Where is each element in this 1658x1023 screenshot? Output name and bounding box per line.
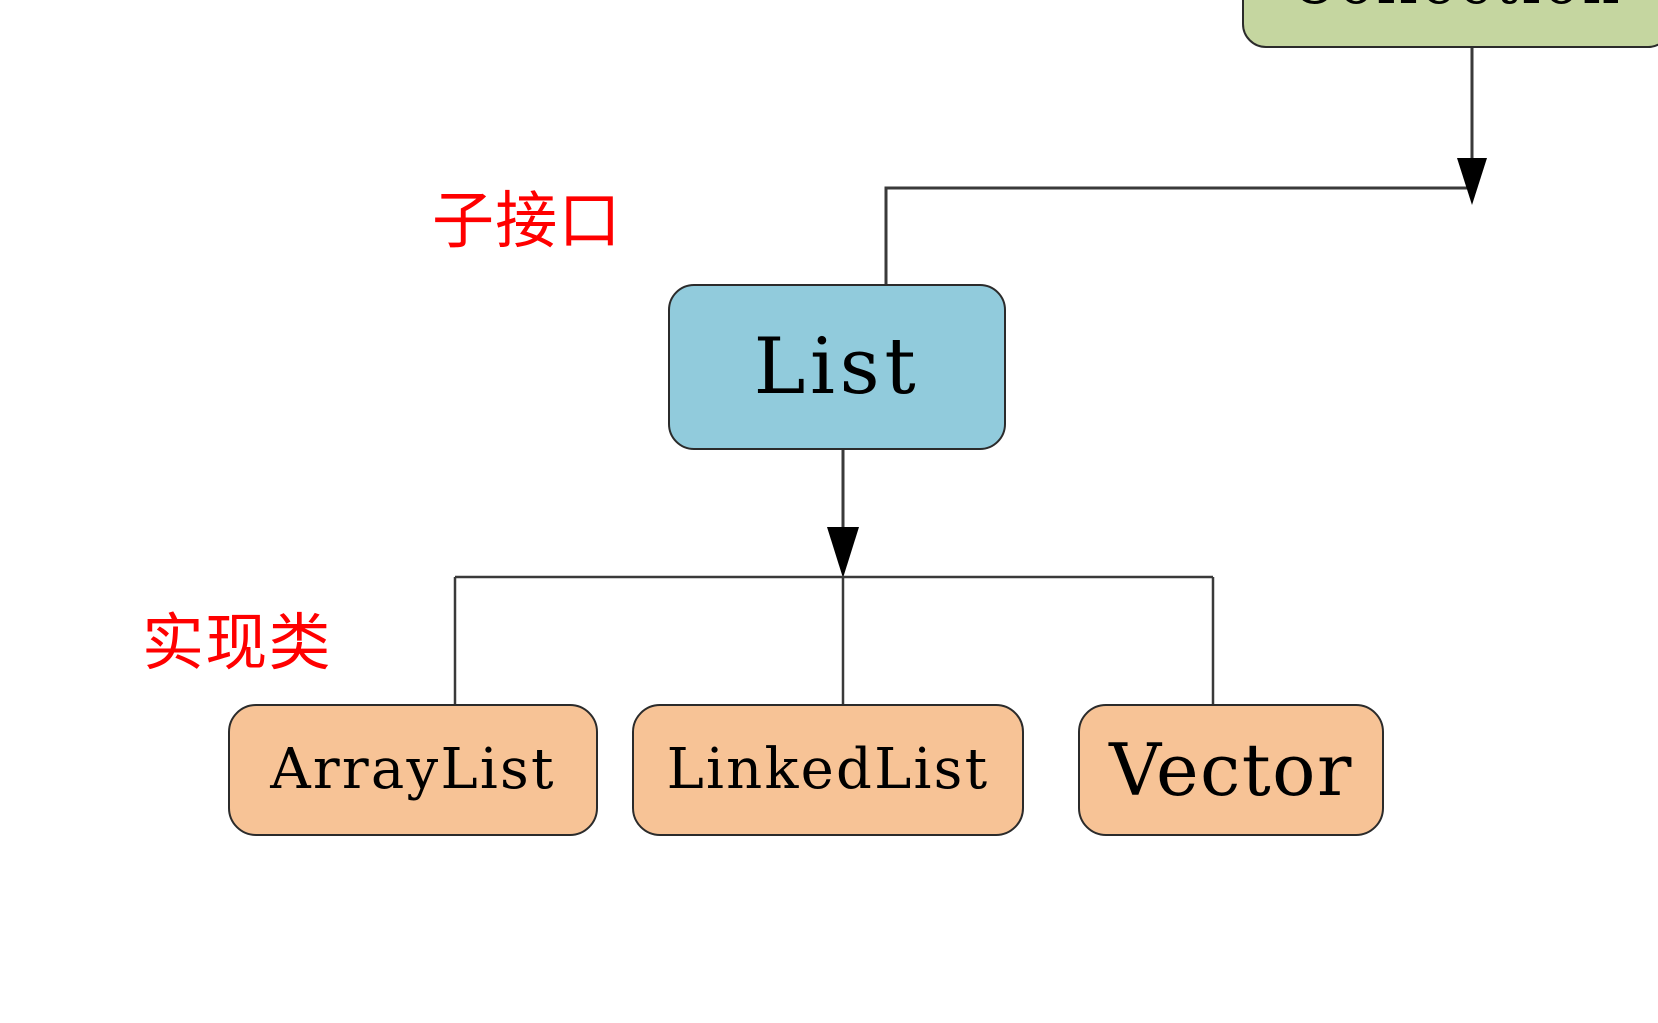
edge-list-to-collection [884,48,1487,292]
node-arraylist-label: ArrayList [270,737,556,802]
node-collection-label: Collection [1291,0,1623,16]
node-linkedlist-label: LinkedList [666,737,990,802]
node-linkedlist[interactable]: LinkedList [632,704,1024,836]
node-list-label: List [753,322,921,412]
node-vector-label: Vector [1109,728,1353,812]
node-arraylist[interactable]: ArrayList [228,704,598,836]
annotation-impl-class: 实现类 [142,606,332,679]
edge-list-to-impl-bus [827,450,859,578]
node-collection[interactable]: Collection [1242,0,1658,48]
node-list[interactable]: List [668,284,1006,450]
annotation-sub-interface: 子接口 [432,184,622,257]
node-vector[interactable]: Vector [1078,704,1384,836]
